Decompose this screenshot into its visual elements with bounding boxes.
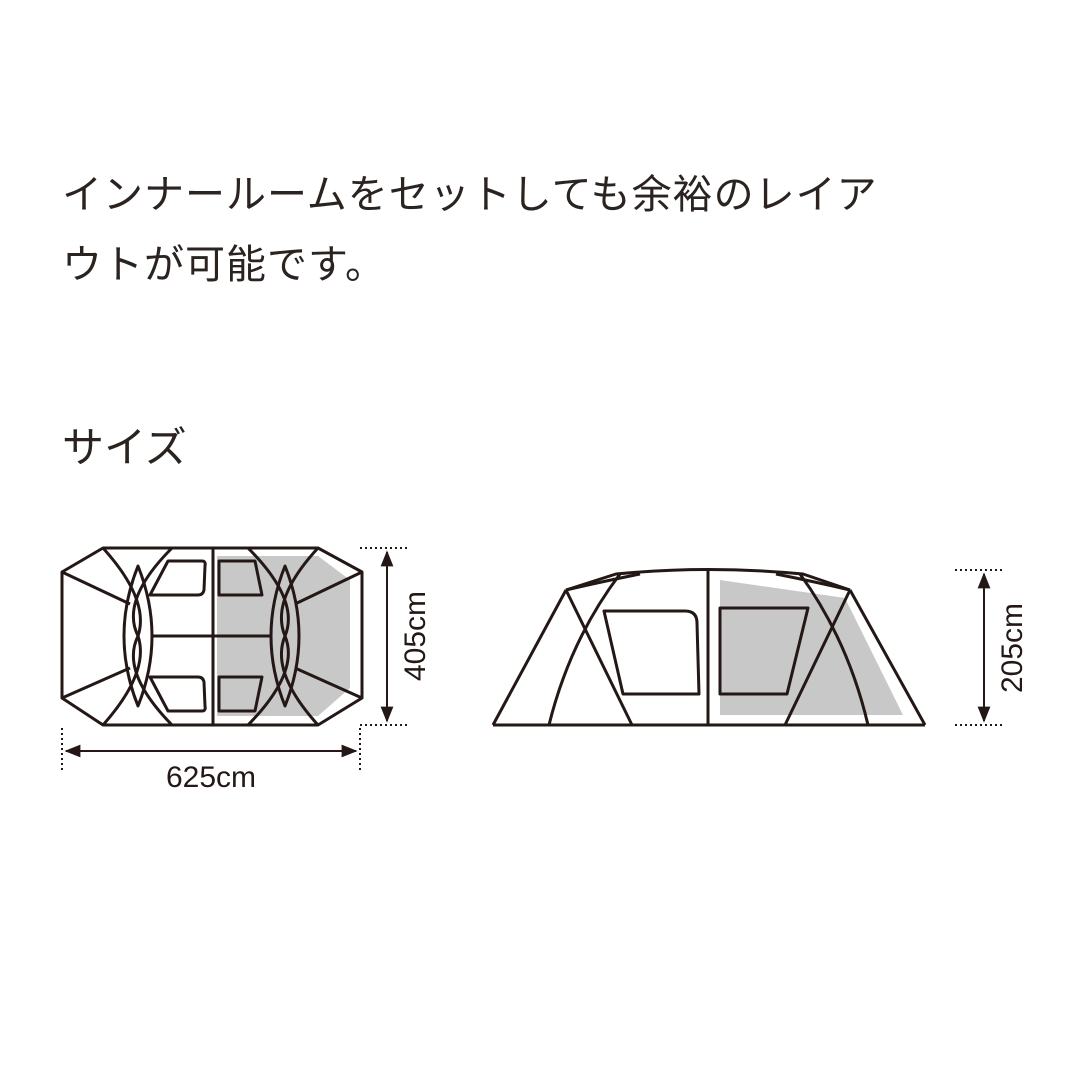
tent-top-view-diagram (60, 546, 364, 727)
depth-dimension: 405cm (360, 547, 432, 726)
width-label: 625cm (166, 761, 256, 794)
depth-label: 405cm (399, 591, 432, 681)
description-line-2: ウトが可能です。 (62, 242, 386, 288)
size-heading: サイズ (62, 423, 187, 472)
width-dimension: 625cm (61, 728, 361, 794)
tent-side-view-diagram (491, 568, 927, 727)
description-line-1: インナールームをセットしても余裕のレイア (62, 172, 878, 218)
product-description: インナールームをセットしても余裕のレイア ウトが可能です。 (62, 160, 1022, 300)
height-label: 205cm (996, 603, 1029, 693)
height-dimension: 205cm (955, 569, 1029, 726)
